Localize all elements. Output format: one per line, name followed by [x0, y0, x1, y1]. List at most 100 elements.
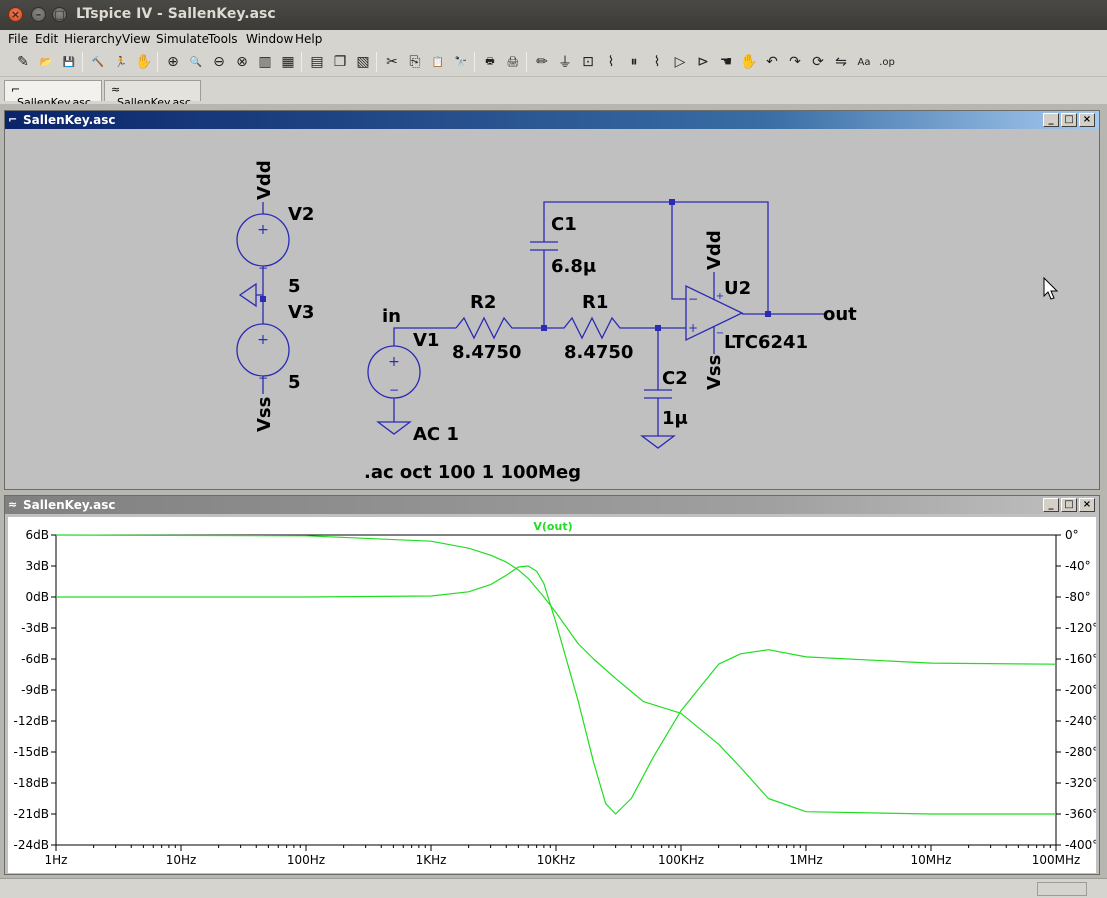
undo-icon: ↶	[766, 54, 778, 70]
copy-button[interactable]: ⎘	[404, 51, 426, 73]
ground-symbol[interactable]	[238, 282, 257, 308]
zoom-pan-button[interactable]: 🔍	[185, 51, 207, 73]
zoom-cancel-button[interactable]: ⊗	[231, 51, 253, 73]
restore-button[interactable]: □	[1061, 113, 1077, 127]
menu-simulate[interactable]: Simulate	[156, 32, 210, 46]
capacitor-button[interactable]: ⏸	[623, 51, 645, 73]
mouse-cursor-icon	[1043, 276, 1059, 300]
tab-schematic[interactable]: ⌐ SallenKey.asc	[4, 80, 102, 109]
window-title: LTspice IV - SallenKey.asc	[76, 6, 276, 22]
tab-strip: ⌐ SallenKey.asc ≈ SallenKey.asc	[0, 77, 1107, 109]
print-icon: 🖨	[506, 56, 520, 68]
magnitude-trace[interactable]	[56, 565, 1057, 815]
autorange-button[interactable]: ▥	[254, 51, 276, 73]
wire-button[interactable]: ✏	[531, 51, 553, 73]
resistor-r2[interactable]	[455, 316, 544, 340]
component-button[interactable]: ⊳	[692, 51, 714, 73]
y-right-tick-label: -160°	[1065, 652, 1096, 666]
menu-tools[interactable]: Tools	[208, 32, 238, 46]
tile-vertical-button[interactable]: ▧	[352, 51, 374, 73]
phase-trace[interactable]	[55, 534, 1056, 815]
schematic-canvas[interactable]: + − + − + − − + + − Vdd V2 5 V3 5 Vss in…	[8, 132, 1096, 488]
drag-button[interactable]: ✋	[738, 51, 760, 73]
net-label-out[interactable]: out	[823, 304, 857, 325]
tile-horizontal-button[interactable]: ▤	[306, 51, 328, 73]
menu-window[interactable]: Window	[246, 32, 294, 46]
label-opamp-vdd: Vdd	[704, 230, 725, 270]
spice-directive-button[interactable]: .op	[876, 51, 898, 73]
spice-directive[interactable]: .ac oct 100 1 100Meg	[364, 462, 581, 483]
resistor-button[interactable]: ⌇	[600, 51, 622, 73]
window-close-button[interactable]: ×	[8, 7, 23, 22]
text-button[interactable]: Aa	[853, 51, 875, 73]
label-net-button[interactable]: ⊡	[577, 51, 599, 73]
toolbar-separator	[474, 52, 475, 72]
halt-button[interactable]: ✋	[133, 51, 155, 73]
menu-help[interactable]: Help	[295, 32, 323, 46]
copy-icon: ⎘	[409, 54, 421, 70]
y-right-tick-label: -80°	[1065, 590, 1091, 604]
opamp-supply-plus: +	[716, 291, 724, 302]
mirror-button[interactable]: ⇋	[830, 51, 852, 73]
status-field	[1037, 882, 1087, 896]
waveform-window-titlebar[interactable]: ≈ SallenKey.asc _ □ ×	[5, 496, 1099, 514]
run-button[interactable]: 🏃	[110, 51, 132, 73]
tab-waveform[interactable]: ≈ SallenKey.asc	[104, 80, 201, 109]
find-button[interactable]: 🔭	[450, 51, 472, 73]
trace-label-vout[interactable]: V(out)	[533, 520, 572, 533]
y-left-tick-label: -6dB	[21, 652, 49, 666]
waveform-icon: ≈	[111, 83, 121, 96]
rotate-button[interactable]: ⟳	[807, 51, 829, 73]
diode-button[interactable]: ▷	[669, 51, 691, 73]
schematic-window-titlebar[interactable]: ⌐ SallenKey.asc _ □ ×	[5, 111, 1099, 129]
y-left-tick-label: -12dB	[14, 714, 49, 728]
print-button[interactable]: 🖨	[502, 51, 524, 73]
cut-button[interactable]: ✂	[381, 51, 403, 73]
restore-button[interactable]: □	[1061, 498, 1077, 512]
y-left-tick-label: -15dB	[14, 745, 49, 759]
undo-button[interactable]: ↶	[761, 51, 783, 73]
y-left-tick-label: -24dB	[14, 838, 49, 852]
window-minimize-button[interactable]: –	[31, 7, 46, 22]
move-button[interactable]: ☚	[715, 51, 737, 73]
label-r2: R2	[470, 292, 496, 313]
minus-sign: −	[258, 371, 268, 385]
menu-view[interactable]: View	[122, 32, 151, 46]
label-ltc6241: LTC6241	[724, 332, 808, 353]
menu-edit[interactable]: Edit	[35, 32, 59, 46]
net-label-in[interactable]: in	[382, 306, 401, 327]
x-tick-label: 10KHz	[537, 853, 575, 867]
paste-button[interactable]: 📋	[427, 51, 449, 73]
ground-symbol[interactable]	[640, 435, 676, 449]
resistor-r1[interactable]	[544, 316, 658, 340]
wire-icon: ✏	[536, 54, 548, 70]
close-button[interactable]: ×	[1079, 498, 1095, 512]
save-button[interactable]: 💾	[58, 51, 80, 73]
inductor-button[interactable]: ⌇	[646, 51, 668, 73]
print-preview-button[interactable]: 🖶	[479, 51, 501, 73]
zoom-out-button[interactable]: ⊖	[208, 51, 230, 73]
ground-symbol[interactable]	[376, 421, 412, 435]
close-button[interactable]: ×	[1079, 113, 1095, 127]
toolbar: ✎📂💾🔨🏃✋⊕🔍⊖⊗▥▦▤❐▧✂⎘📋🔭🖶🖨✏⏚⊡⌇⏸⌇▷⊳☚✋↶↷⟳⇋Aa.op	[0, 49, 1107, 77]
minimize-button[interactable]: _	[1043, 113, 1059, 127]
fit-button[interactable]: ▦	[277, 51, 299, 73]
new-schematic-button[interactable]: ✎	[12, 51, 34, 73]
zoom-in-button[interactable]: ⊕	[162, 51, 184, 73]
y-left-tick-label: 6dB	[26, 528, 49, 542]
cascade-button[interactable]: ❐	[329, 51, 351, 73]
menu-hierarchy[interactable]: Hierarchy	[64, 32, 123, 46]
open-button[interactable]: 📂	[35, 51, 57, 73]
label-c1-value: 6.8μ	[551, 256, 596, 277]
autorange-icon: ▥	[258, 54, 272, 70]
ground-button[interactable]: ⏚	[554, 51, 576, 73]
menu-file[interactable]: File	[8, 32, 29, 46]
component-icon: ⊳	[697, 54, 709, 70]
minimize-button[interactable]: _	[1043, 498, 1059, 512]
window-maximize-button[interactable]: □	[52, 7, 67, 22]
control-panel-button[interactable]: 🔨	[87, 51, 109, 73]
plus-sign: +	[257, 222, 269, 238]
redo-button[interactable]: ↷	[784, 51, 806, 73]
